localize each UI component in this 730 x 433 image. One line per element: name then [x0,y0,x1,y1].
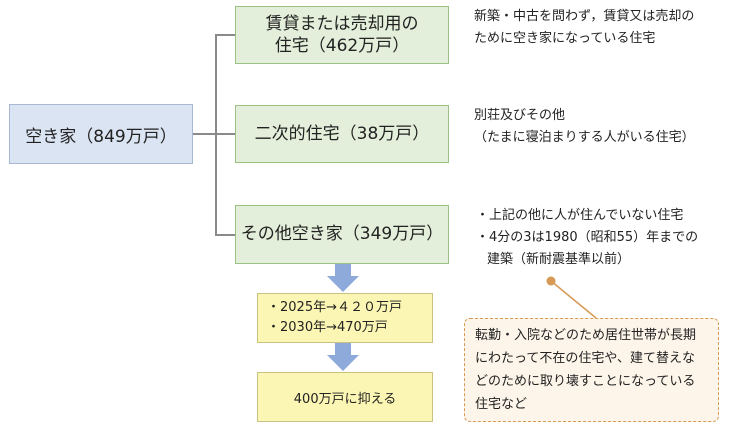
category-secondary-housing: 二次的住宅（38万戸） [235,105,449,163]
down-arrow-icon [327,343,359,371]
root-connector [193,133,216,135]
description-line: 別荘及びその他 [474,108,566,123]
callout-dot [546,276,556,286]
callout-note: 転勤・入院などのため居住世帯が長期 にわたって不在の住宅や、建て替えな どのため… [464,318,719,422]
root-node-vacant-houses: 空き家（849万戸） [9,104,193,164]
branch-connector-2 [215,133,235,135]
down-arrow-icon [327,264,359,292]
branch-connector-3 [215,234,235,236]
category-label: 賃貸または売却用の [265,13,419,34]
description-other: ・上記の他に人が住んでいない住宅 ・4分の3は1980（昭和55）年までの 建築… [476,205,698,271]
projection-line: ・2030年→470万戸 [267,320,388,335]
description-line: ・4分の3は1980（昭和55）年までの [476,230,699,245]
root-label: 空き家（849万戸） [25,126,177,147]
note-line: どのために取り壊すことになっている [475,374,696,389]
target-box: 400万戸に抑える [257,372,433,422]
description-rental: 新築・中古を問わず，賃貸又は売却の ために空き家になっている住宅 [474,6,694,50]
note-line: 転勤・入院などのため居住世帯が長期 [475,328,697,343]
category-other-vacant: その他空き家（349万戸） [235,205,449,264]
category-rental-or-sale: 賃貸または売却用の 住宅（462万戸） [235,6,449,64]
trunk-connector [215,34,217,236]
branch-connector-1 [215,34,235,36]
projection-box: ・2025年→４２０万戸 ・2030年→470万戸 [257,293,433,343]
note-line: にわたって不在の住宅や、建て替えな [475,351,695,366]
description-line: 新築・中古を問わず，賃貸又は売却の [474,9,695,24]
description-line: 建築（新耐震基準以前） [487,252,631,267]
category-label: 二次的住宅（38万戸） [254,123,430,144]
projection-line: ・2025年→４２０万戸 [267,299,402,315]
note-line: 住宅など [475,397,528,412]
target-label: 400万戸に抑える [293,391,397,407]
description-secondary: 別荘及びその他 （たまに寝泊まりする人がいる住宅） [474,105,695,149]
description-line: （たまに寝泊まりする人がいる住宅） [474,130,695,145]
callout-pointer [550,280,597,319]
description-line: ・上記の他に人が住んでいない住宅 [476,208,684,223]
category-label: 住宅（462万戸） [274,36,410,56]
description-line: ために空き家になっている住宅 [474,31,656,46]
category-label: その他空き家（349万戸） [240,224,444,245]
